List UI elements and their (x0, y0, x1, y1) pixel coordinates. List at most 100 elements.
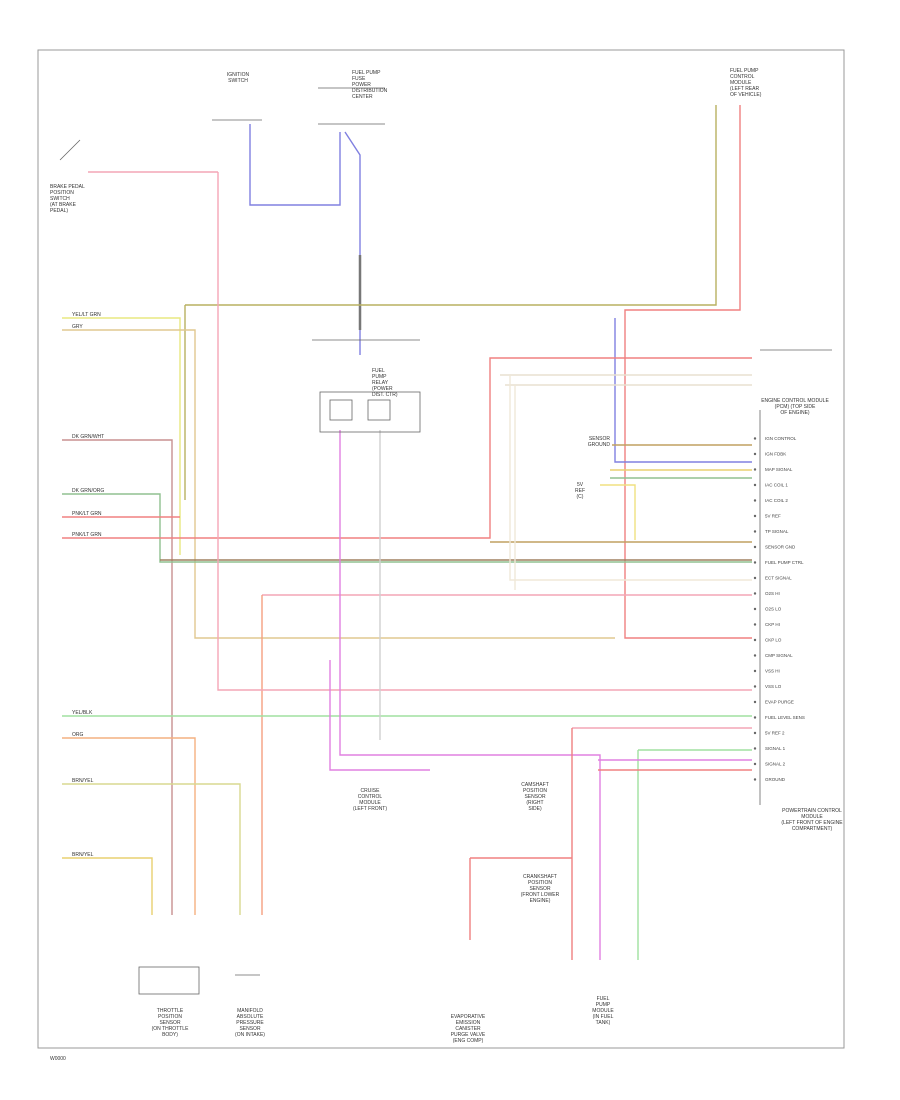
pcm-pin-label: MAP SIGNAL (765, 467, 793, 472)
brake-label-line: BRAKE PEDAL (50, 184, 85, 190)
ref-label-line: 5V (577, 482, 584, 488)
ign-label-line: IGNITION (227, 72, 250, 78)
ckp-label-line: (FRONT LOWER (521, 892, 560, 898)
wire-light-top (500, 374, 752, 386)
fuse-label-line: FUEL PUMP (352, 70, 381, 76)
map-label-line: MANIFOLD (237, 1008, 263, 1014)
wire-yellow-left (62, 317, 181, 555)
wire-magenta-2 (329, 660, 430, 771)
map-label-line: ABSOLUTE (237, 1014, 264, 1020)
relay-label-line: DIST. CTR) (372, 392, 398, 398)
fuel-tank-label-line: FUEL (597, 996, 610, 1002)
wire-yellow-low (62, 857, 153, 915)
pcm-header-line: ENGINE CONTROL MODULE (761, 398, 829, 404)
pcm-pin-dot (753, 700, 757, 704)
pcm-pin-dot (753, 592, 757, 595)
pcm-pin-label: O2S LO (765, 607, 782, 612)
wire-tan (62, 329, 615, 639)
cmp-label-line: SIDE) (528, 806, 542, 812)
fuse-label-line: POWER (352, 82, 371, 88)
fuel-tank-label-line: TANK) (596, 1020, 611, 1026)
footer-code: W0000 (50, 1056, 66, 1062)
ckp-label-line: CRANKSHAFT (523, 874, 557, 880)
top-right-label-line: MODULE (730, 80, 752, 86)
tp-label-line: POSITION (158, 1014, 182, 1020)
wire-blue-ign (249, 124, 341, 206)
pcm-pin-dot (753, 452, 757, 456)
cmp-label-line: SENSOR (524, 794, 546, 800)
pcm-pin-label: SENSOR GND (765, 545, 796, 550)
left-wire-label: ORG (72, 732, 84, 738)
pcm-pin-label: EVAP PURGE (765, 700, 794, 705)
wire-orange (62, 737, 196, 915)
pcm-pin-dot (753, 561, 757, 564)
tp-sensor-box (138, 966, 200, 995)
wires (62, 105, 752, 960)
ckp-label-line: POSITION (528, 880, 552, 886)
pcm-pin-dot (753, 778, 757, 781)
tp-label-line: THROTTLE (157, 1008, 184, 1014)
fuse-label-line: DISTRIBUTION (352, 88, 388, 94)
fuel-tank-label-line: PUMP (596, 1002, 611, 1008)
pcm-pin-dot (753, 607, 757, 611)
pcm-pin-label: IGN FDBK (765, 452, 786, 457)
fuse-label-line: FUSE (352, 76, 366, 82)
pcm-pin-dot (753, 576, 757, 580)
pcm-pin-label: FUEL PUMP CTRL (765, 560, 804, 565)
pcm-pin-dot (753, 483, 757, 487)
top-right-label-line: OF VEHICLE) (730, 92, 762, 98)
wire-green-left (62, 493, 752, 563)
wire-olive-low (62, 783, 241, 915)
map-label-line: (ON INTAKE) (235, 1032, 265, 1038)
pcm-pin-label: SIGNAL 1 (765, 746, 786, 751)
pcm-pin-dot (753, 762, 757, 766)
relay-label-line: (POWER (372, 386, 393, 392)
pcm-header-line: (PCM) (TOP SIDE (775, 404, 816, 410)
relay-contact-1 (329, 399, 353, 421)
sg-label-line: SENSOR (589, 436, 611, 442)
components (59, 87, 832, 995)
brake-label-line: PEDAL) (50, 208, 68, 214)
pcm-pin-label: SIGNAL 2 (765, 762, 786, 767)
pcm-title-line: COMPARTMENT) (792, 826, 833, 832)
cruise-label-line: CONTROL (358, 794, 383, 800)
relay-label-line: FUEL (372, 368, 385, 374)
switch-arm (59, 139, 81, 161)
cmp-label-line: POSITION (523, 788, 547, 794)
left-wire-label: YEL/LT GRN (72, 312, 101, 318)
map-label-line: PRESSURE (236, 1020, 264, 1026)
pcm-pin-label: O2S HI (765, 591, 780, 596)
pcm-header-line: OF ENGINE) (780, 410, 810, 416)
wire-yellow-485 (600, 484, 636, 540)
fuse-label-line: CENTER (352, 94, 373, 100)
pcm-pin-label: CKP HI (765, 622, 780, 627)
pcm-pin-dot (753, 623, 757, 626)
pcm-pin-label: ECT SIGNAL (765, 576, 792, 581)
ckp-label-line: ENGINE) (530, 898, 551, 904)
pcm-pin-dot (753, 499, 757, 502)
left-wire-label: DK GRN/ORG (72, 488, 104, 494)
evap-label-line: (ENG COMP) (453, 1038, 484, 1044)
pcm-pin-dot (753, 731, 757, 735)
left-wire-label: PNK/LT GRN (72, 511, 102, 517)
sg-label-line: GROUND (588, 442, 611, 448)
ckp-label-line: SENSOR (529, 886, 551, 892)
ref-label-line: (C) (577, 494, 584, 500)
relay-contact-2 (367, 399, 391, 421)
evap-label-line: EMISSION (456, 1020, 481, 1026)
top-right-label-line: CONTROL (730, 74, 755, 80)
